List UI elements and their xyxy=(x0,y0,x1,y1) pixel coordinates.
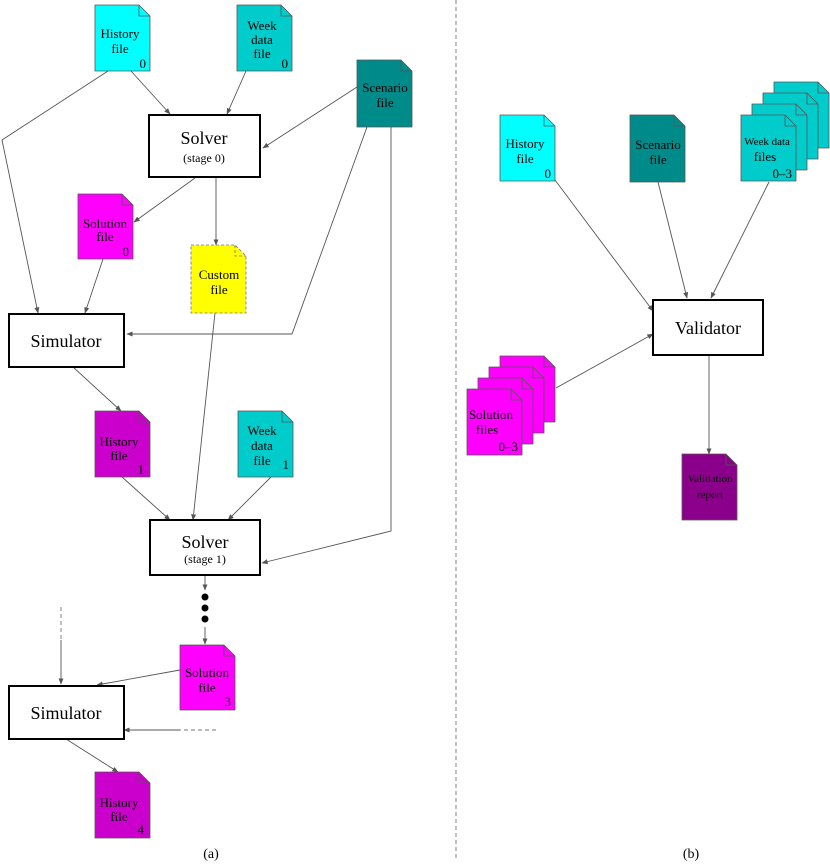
svg-text:file: file xyxy=(96,229,114,244)
svg-text:files: files xyxy=(754,149,776,164)
svg-text:Solution: Solution xyxy=(185,665,230,680)
svg-text:History: History xyxy=(100,795,140,810)
svg-text:4: 4 xyxy=(138,822,145,837)
solution-files-stack: Solution files 0–3 xyxy=(466,355,556,456)
svg-text:Week: Week xyxy=(247,18,277,33)
svg-text:Scenario: Scenario xyxy=(635,137,680,152)
week-data-file-1: Week data file 1 xyxy=(237,410,294,478)
solver-stage-0-box: Solver (stage 0) xyxy=(148,114,261,178)
solution-file-3: Solution file 3 xyxy=(179,644,236,711)
svg-text:1: 1 xyxy=(283,457,290,472)
history-file-4: History file 4 xyxy=(94,771,151,839)
svg-text:0–3: 0–3 xyxy=(773,166,793,181)
svg-text:History: History xyxy=(100,434,140,449)
svg-text:0: 0 xyxy=(282,56,289,71)
svg-text:0: 0 xyxy=(140,56,147,71)
svg-text:file: file xyxy=(110,809,128,824)
svg-text:file: file xyxy=(516,151,534,166)
svg-text:History: History xyxy=(101,26,141,41)
svg-text:Week: Week xyxy=(247,423,277,438)
svg-text:Custom: Custom xyxy=(199,267,239,282)
panel-b-edges xyxy=(554,179,770,455)
svg-text:Solver: Solver xyxy=(181,128,228,148)
svg-text:Scenario: Scenario xyxy=(362,80,407,95)
svg-text:Solution: Solution xyxy=(469,407,514,422)
panel-b-label: (b) xyxy=(683,847,700,862)
svg-text:Week data: Week data xyxy=(744,136,790,148)
svg-text:file: file xyxy=(376,95,394,110)
svg-text:data: data xyxy=(251,32,273,47)
panel-a-edges xyxy=(1,70,392,773)
panel-a-label: (a) xyxy=(203,847,219,862)
svg-text:file: file xyxy=(198,680,216,695)
svg-text:3: 3 xyxy=(225,694,232,709)
week-data-files-stack: Week data files 0–3 xyxy=(740,81,830,182)
solution-file-0: Solution file 0 xyxy=(77,193,134,260)
svg-text:file: file xyxy=(253,46,271,61)
svg-text:Solution: Solution xyxy=(83,216,128,231)
scenario-file: Scenario file xyxy=(356,59,413,128)
svg-text:file: file xyxy=(253,453,271,468)
svg-text:History: History xyxy=(506,136,546,151)
svg-text:1: 1 xyxy=(138,462,145,477)
svg-text:Simulator: Simulator xyxy=(31,331,102,351)
history-file-1: History file 1 xyxy=(94,410,151,478)
svg-text:file: file xyxy=(110,448,128,463)
svg-text:file: file xyxy=(649,152,667,167)
svg-text:data: data xyxy=(251,438,273,453)
svg-text:file: file xyxy=(111,41,129,56)
svg-text:report: report xyxy=(697,489,723,501)
svg-text:Solver: Solver xyxy=(182,532,229,552)
validator-box: Validator xyxy=(652,299,764,356)
solver-stage-1-box: Solver (stage 1) xyxy=(149,519,261,576)
svg-text:0: 0 xyxy=(123,244,130,259)
history-file-0-b: History file 0 xyxy=(499,114,556,182)
svg-text:(stage 1): (stage 1) xyxy=(184,552,226,566)
scenario-file-b: Scenario file xyxy=(629,114,686,183)
svg-text:file: file xyxy=(210,282,228,297)
simulator-box-2: Simulator xyxy=(8,685,125,740)
continuation-dots xyxy=(201,593,209,623)
simulator-box-1: Simulator xyxy=(8,313,125,368)
history-file-0: History file 0 xyxy=(94,4,151,72)
custom-file: Custom file xyxy=(190,244,247,314)
svg-text:(stage 0): (stage 0) xyxy=(183,151,225,165)
svg-text:0–3: 0–3 xyxy=(499,439,519,454)
validation-report-file: Validation report xyxy=(681,453,738,521)
svg-text:Validator: Validator xyxy=(675,318,741,338)
week-data-file-0: Week data file 0 xyxy=(236,4,293,72)
svg-text:files: files xyxy=(476,422,498,437)
svg-text:Validation: Validation xyxy=(687,473,733,485)
svg-text:Simulator: Simulator xyxy=(31,703,102,723)
svg-text:0: 0 xyxy=(545,166,552,181)
